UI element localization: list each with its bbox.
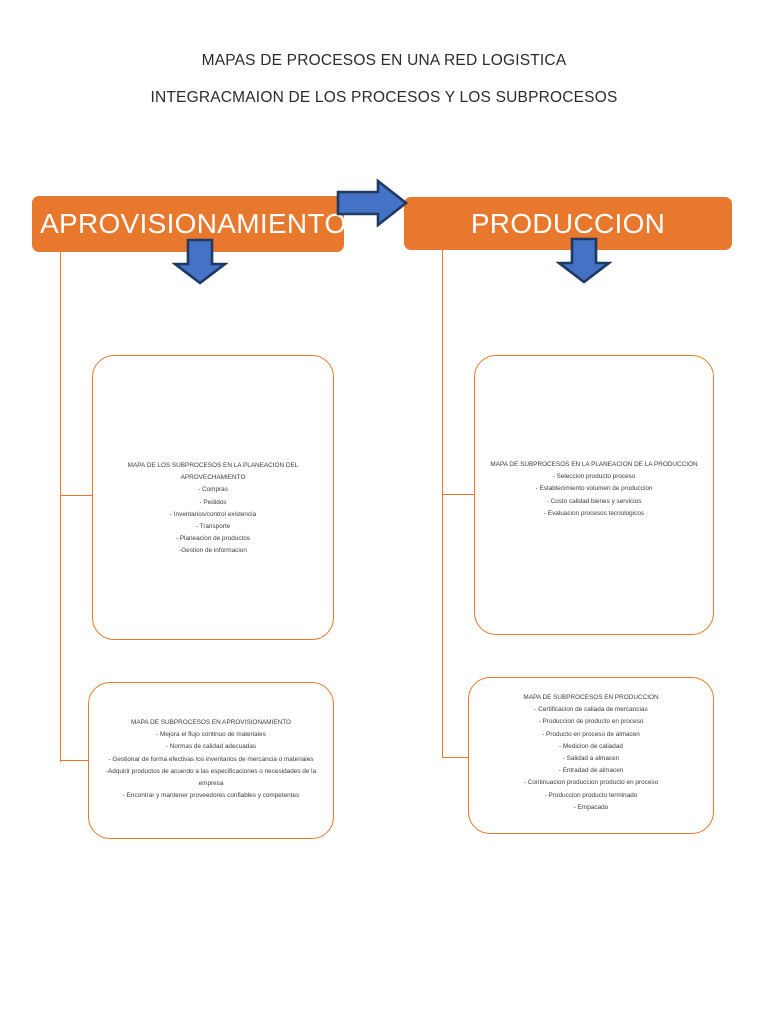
box-list-item: - Establecimiento volumen de produccion	[535, 485, 653, 493]
page-title-line-2: INTEGRACMAION DE LOS PROCESOS Y LOS SUBP…	[150, 89, 618, 106]
box-list-item: - Medicion de caliadad	[559, 742, 623, 750]
box-list-item: - Normas de calidad adecuadas	[165, 743, 257, 751]
box-header: MAPA DE LOS SUBPROCESOS EN LA PLANEACION…	[127, 462, 299, 482]
connector-horizontal-produccion-bottom	[442, 757, 469, 759]
box-list-item: -Gestion de informacion	[179, 547, 247, 555]
box-list-item: - Mejora el flujo continuo de materiales	[156, 731, 266, 739]
box-list-item: - Continuacion produccion producto en pr…	[523, 779, 659, 787]
banner-produccion: PRODUCCION	[404, 197, 732, 250]
box-list-item: - Inventarios/control existencia	[169, 510, 257, 518]
connector-horizontal-aprovisionamiento-bottom	[60, 760, 89, 762]
box-header: MAPA DE SUBPROCESOS EN LA PLANEACION DE …	[490, 461, 698, 468]
box-produccion-planeacion: MAPA DE SUBPROCESOS EN LA PLANEACION DE …	[474, 355, 714, 635]
banner-produccion-label: PRODUCCION	[470, 207, 666, 239]
box-aprovisionamiento-subprocesos-text: MAPA DE SUBPROCESOS EN APROVISIONAMIENTO…	[89, 717, 333, 802]
box-list-item: - Gestionar de forma efectivas los inven…	[108, 755, 314, 763]
connector-vertical-aprovisionamiento	[60, 252, 62, 762]
box-list-item: - Producto en proceso de almacen	[542, 730, 640, 738]
box-list-item: - Produccion producto terminado	[544, 791, 638, 799]
box-list-item: - Seleccion producto proceso	[552, 473, 636, 481]
connector-horizontal-produccion-top	[442, 494, 475, 496]
box-aprovisionamiento-planeacion: MAPA DE LOS SUBPROCESOS EN LA PLANEACION…	[92, 355, 334, 640]
arrow-down-produccion-icon	[555, 237, 613, 284]
connector-vertical-produccion	[442, 250, 444, 758]
box-list-item: - Evaluacion procesos tecnologicos	[543, 509, 645, 517]
box-produccion-subprocesos-text: MAPA DE SUBPROCESOS EN PRODUCCION - Cert…	[469, 692, 713, 814]
box-list-item: - Empacado	[573, 803, 609, 811]
box-list-item: - Transporte	[195, 523, 231, 531]
box-aprovisionamiento-planeacion-text: MAPA DE LOS SUBPROCESOS EN LA PLANEACION…	[93, 460, 333, 558]
banner-aprovisionamiento-label: APROVISIONAMIENTO	[40, 208, 347, 239]
arrow-right-icon	[336, 178, 409, 228]
box-list-item: -Adquirir productos de acuerdo a las esp…	[105, 767, 317, 788]
box-list-item: - Encontrar y mantener proveedores confi…	[122, 792, 300, 800]
box-list-item: - Costo calidad bienes y servicios	[546, 497, 642, 505]
box-produccion-subprocesos: MAPA DE SUBPROCESOS EN PRODUCCION - Cert…	[468, 677, 714, 834]
box-list-item: - Entradad de almacen	[558, 767, 624, 775]
connector-horizontal-aprovisionamiento-top	[60, 495, 93, 497]
box-list-item: - Salidad a almacen	[562, 755, 620, 763]
box-header: MAPA DE SUBPROCESOS EN APROVISIONAMIENTO	[131, 719, 291, 726]
box-aprovisionamiento-subprocesos: MAPA DE SUBPROCESOS EN APROVISIONAMIENTO…	[88, 682, 334, 839]
box-list-item: - Certificacion de caliada de mercancias	[534, 706, 648, 714]
page-title-line-1: MAPAS DE PROCESOS EN UNA RED LOGISTICA	[201, 52, 567, 69]
box-produccion-planeacion-text: MAPA DE SUBPROCESOS EN LA PLANEACION DE …	[475, 459, 713, 520]
box-list-item: - Produccion de producto en proceso	[538, 718, 644, 726]
box-list-item: - Pedidos	[199, 498, 227, 506]
box-header: MAPA DE SUBPROCESOS EN PRODUCCION	[523, 694, 659, 701]
box-list-item: - Planeacion de productos	[175, 535, 251, 543]
box-list-item: - Compras	[198, 486, 228, 494]
arrow-down-aprovisionamiento-icon	[171, 238, 229, 285]
